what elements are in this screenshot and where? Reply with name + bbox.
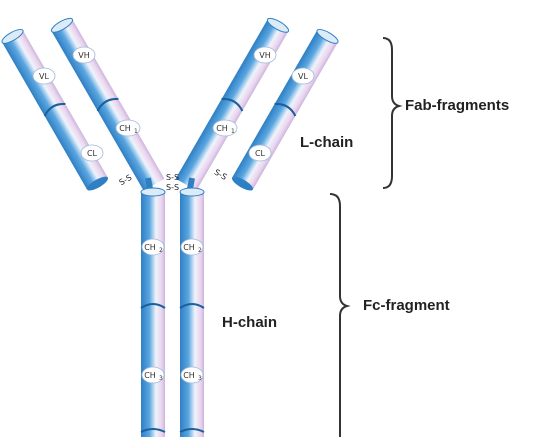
right-stem-tube	[180, 192, 204, 437]
domain-vh-left: VH	[73, 47, 95, 63]
ch1-right-sub: 1	[231, 128, 235, 135]
domain-vh-right: VH	[254, 47, 276, 63]
cl-left-label: CL	[87, 149, 98, 158]
ch1-left-sub: 1	[134, 128, 138, 135]
disulfide-bond-left: S-S	[118, 173, 134, 187]
ss-hinge-top: S-S	[166, 173, 179, 182]
fc-fragment-label: Fc-fragment	[363, 297, 450, 314]
vl-left-label: VL	[39, 72, 49, 81]
ch1-left-label: CH	[119, 124, 131, 133]
right-heavy-chain-arm	[176, 16, 291, 191]
vl-right-label: VL	[298, 72, 308, 81]
domain-ch3-left: CH 3	[142, 367, 164, 383]
domain-cl-right: CL	[249, 145, 271, 161]
right-heavy-arm-tube	[176, 19, 289, 190]
ch1-right-label: CH	[216, 124, 228, 133]
vh-left-label: VH	[78, 51, 90, 60]
vh-right-label: VH	[259, 51, 271, 60]
domain-vl-left: VL	[33, 68, 55, 84]
fab-bracket	[383, 38, 399, 188]
fc-bracket	[330, 194, 347, 437]
ss-left-text: S-S	[118, 173, 134, 187]
right-stem	[180, 188, 204, 437]
left-heavy-arm-tube	[52, 19, 165, 190]
domain-ch2-left: CH 2	[142, 239, 164, 255]
ss-hinge-bottom: S-S	[166, 183, 179, 192]
ch3-left-label: CH	[144, 371, 156, 380]
l-chain-label: L-chain	[300, 134, 353, 151]
domain-vl-right: VL	[292, 68, 314, 84]
h-chain-label: H-chain	[222, 314, 277, 331]
cl-right-label: CL	[255, 149, 266, 158]
ch2-right-label: CH	[183, 243, 195, 252]
domain-ch1-right: CH 1	[213, 120, 237, 136]
ch3-left-sub: 3	[159, 375, 163, 382]
ss-right-text: S-S	[213, 168, 229, 182]
left-heavy-chain-arm	[50, 16, 165, 191]
domain-ch3-right: CH 3	[181, 367, 203, 383]
ch2-left-sub: 2	[159, 247, 163, 254]
left-stem	[141, 188, 165, 437]
ch2-right-sub: 2	[198, 247, 202, 254]
domain-ch1-left: CH 1	[116, 120, 140, 136]
left-stem-tube	[141, 192, 165, 437]
disulfide-bond-hinge: S-S S-S	[166, 173, 179, 192]
domain-cl-left: CL	[81, 145, 103, 161]
ch3-right-label: CH	[183, 371, 195, 380]
fab-fragments-label: Fab-fragments	[405, 97, 509, 114]
ch3-right-sub: 3	[198, 375, 202, 382]
disulfide-bond-right: S-S	[213, 168, 229, 182]
right-light-chain	[230, 27, 340, 193]
domain-ch2-right: CH 2	[181, 239, 203, 255]
ch2-left-label: CH	[144, 243, 156, 252]
